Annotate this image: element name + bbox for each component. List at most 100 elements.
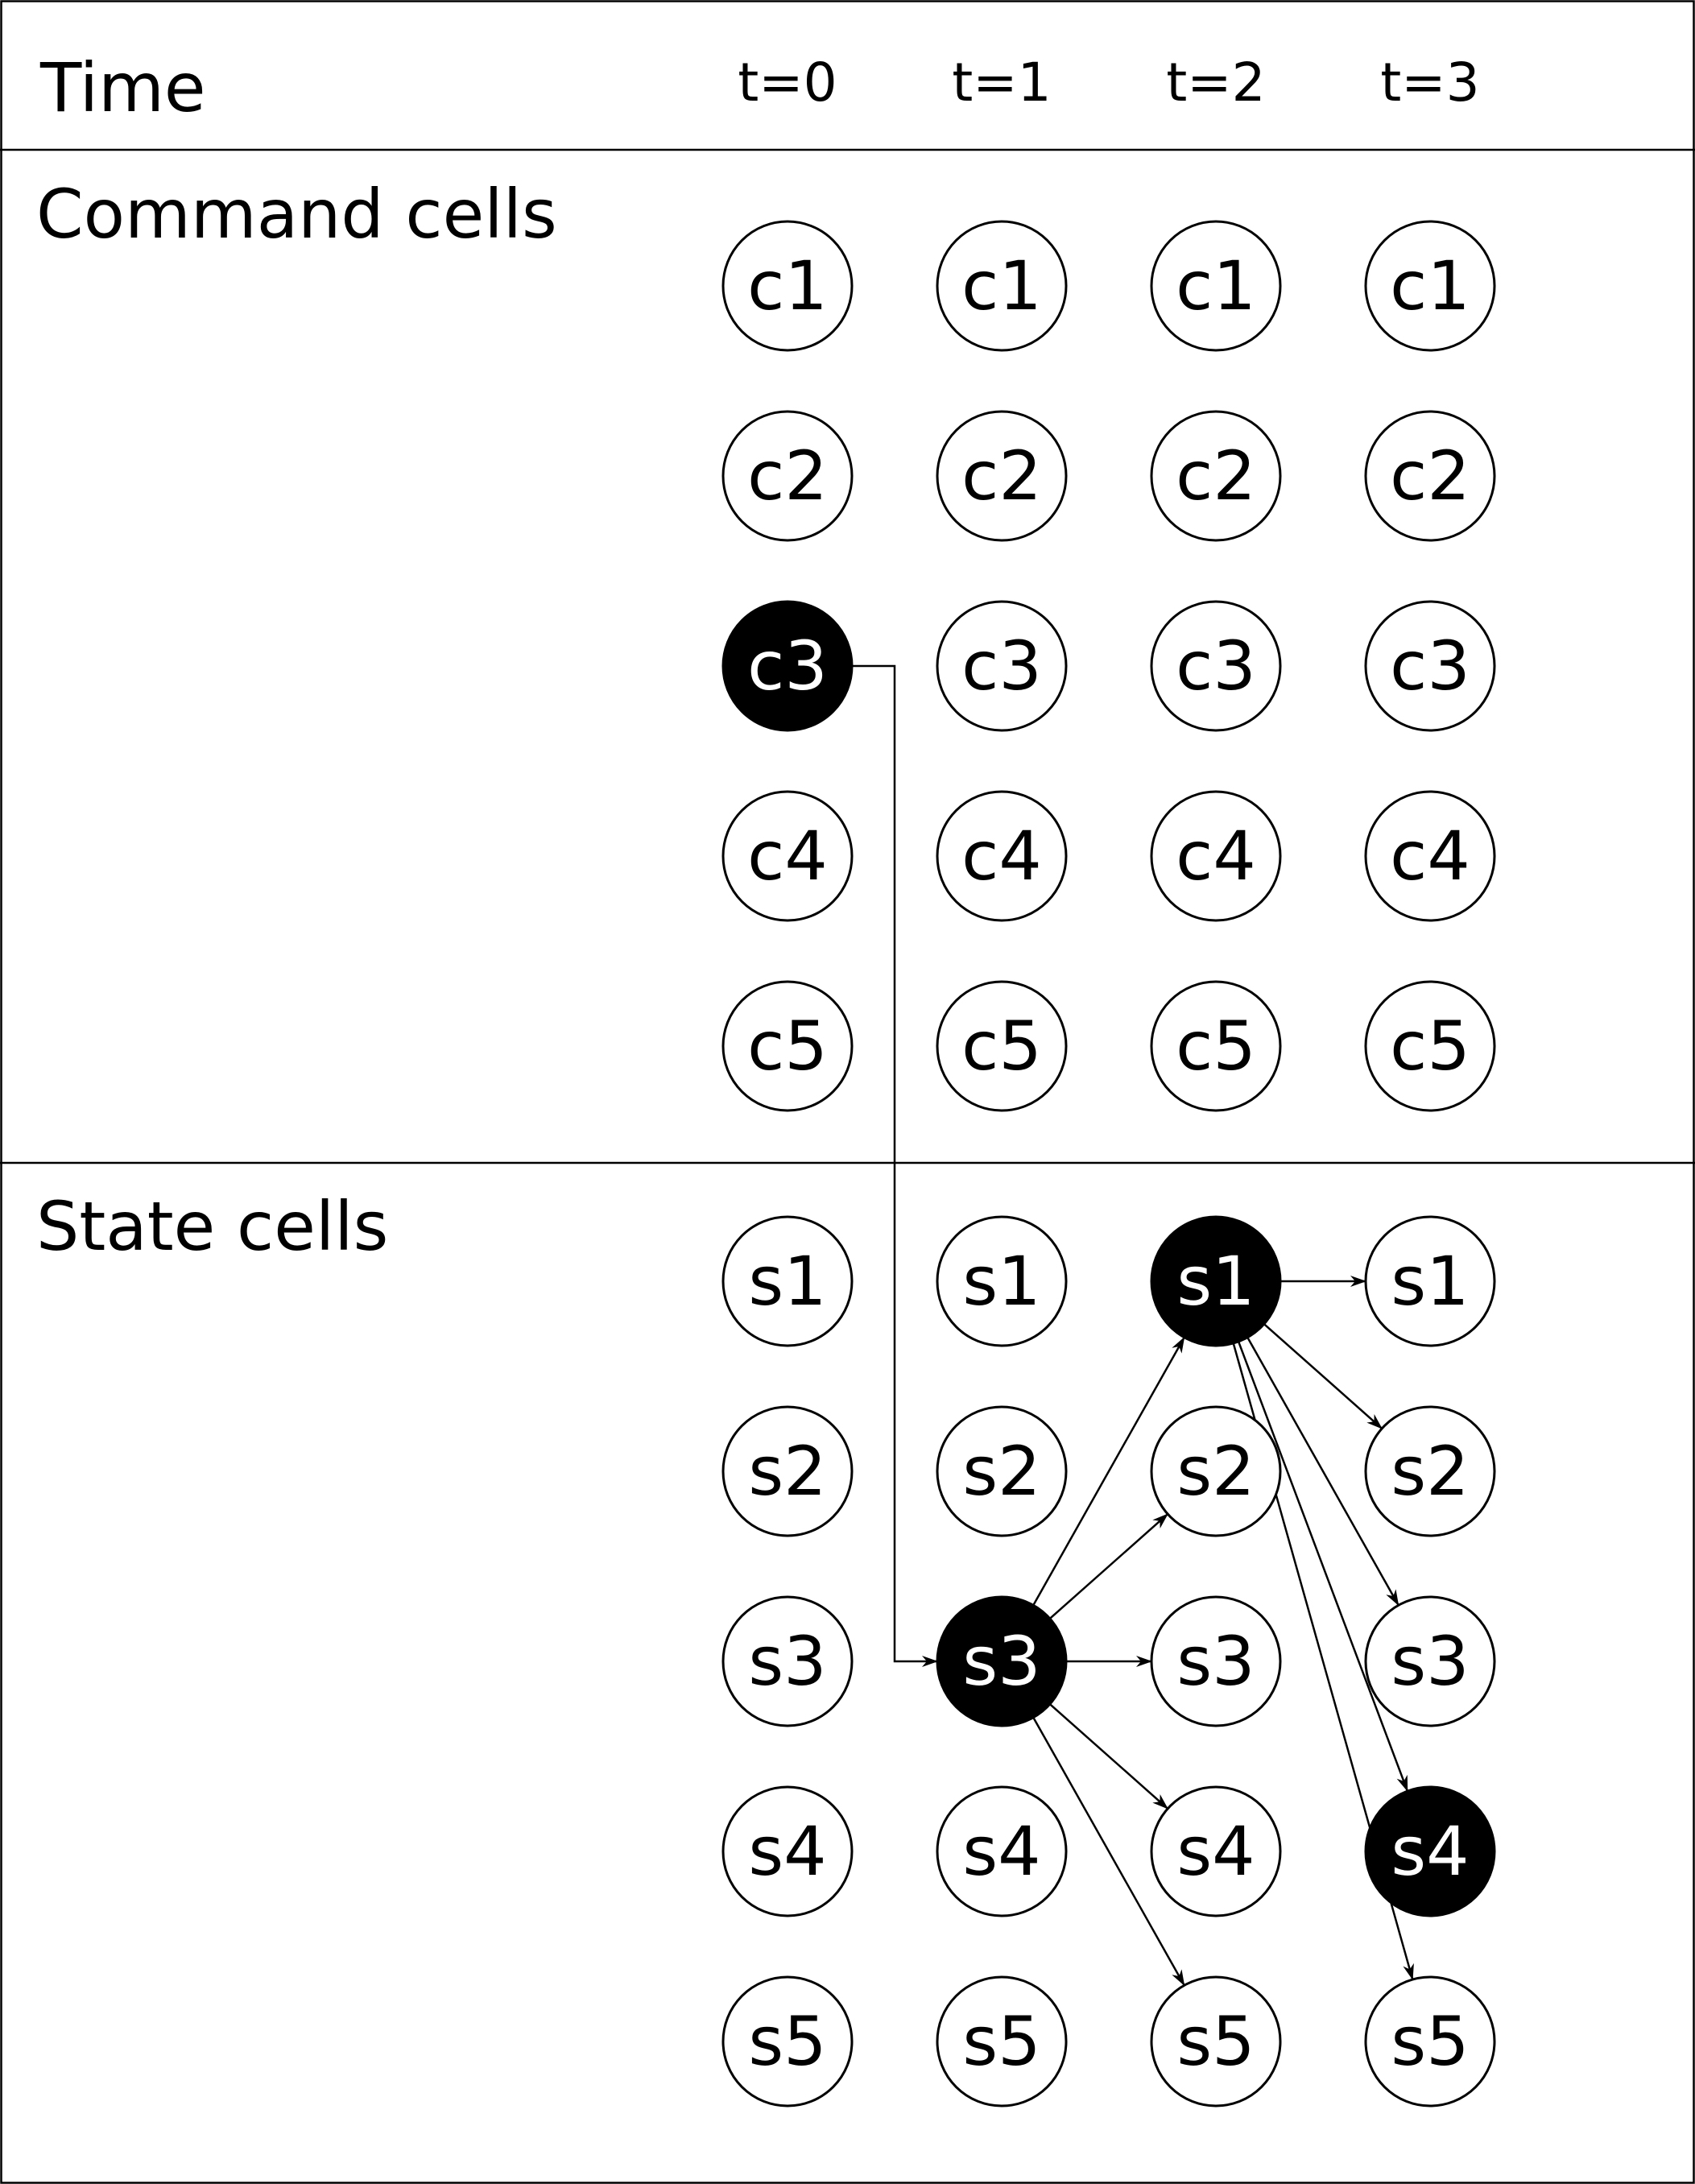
node-circle	[721, 410, 854, 542]
edge-arrow-7	[1263, 1323, 1383, 1429]
node-label: s5	[1391, 2002, 1469, 2081]
node-circle	[1364, 980, 1496, 1112]
node-label: s2	[748, 1432, 826, 1511]
node-c3-t3: c3	[1364, 600, 1496, 732]
node-label: c4	[961, 817, 1042, 896]
node-label: s1	[1176, 1242, 1255, 1321]
node-s5-t3: s5	[1364, 1975, 1496, 2107]
node-circle	[936, 1975, 1068, 2107]
node-circle	[1150, 1785, 1282, 1917]
node-label: c2	[1390, 436, 1470, 515]
node-c5-t2: c5	[1150, 980, 1282, 1112]
node-s2-t3: s2	[1364, 1405, 1496, 1537]
time-step-t1: t=1	[952, 52, 1051, 114]
node-label: c2	[1176, 436, 1256, 515]
node-circle	[1150, 1215, 1282, 1347]
node-s3-t1: s3	[936, 1595, 1068, 1727]
node-label: c5	[747, 1007, 828, 1086]
node-label: c3	[1390, 627, 1470, 705]
edge-arrow-5	[1032, 1717, 1185, 1987]
node-label: s3	[1176, 1622, 1255, 1701]
node-circle	[1364, 410, 1496, 542]
node-s5-t1: s5	[936, 1975, 1068, 2107]
node-circle	[721, 790, 854, 922]
node-s1-t0: s1	[721, 1215, 854, 1347]
node-c4-t0: c4	[721, 790, 854, 922]
node-circle	[936, 1405, 1068, 1537]
node-s4-t2: s4	[1150, 1785, 1282, 1917]
node-s4-t3: s4	[1364, 1785, 1496, 1917]
node-circle	[936, 1595, 1068, 1727]
node-label: c4	[747, 817, 828, 896]
node-s4-t0: s4	[721, 1785, 854, 1917]
node-label: s2	[1176, 1432, 1255, 1511]
node-label: c3	[1176, 627, 1256, 705]
node-c5-t3: c5	[1364, 980, 1496, 1112]
node-circle	[721, 1785, 854, 1917]
node-label: s5	[748, 2002, 826, 2081]
node-label: c1	[747, 246, 828, 325]
node-circle	[721, 220, 854, 352]
node-c2-t0: c2	[721, 410, 854, 542]
node-c2-t1: c2	[936, 410, 1068, 542]
node-label: c4	[1390, 817, 1470, 896]
node-circle	[721, 1595, 854, 1727]
state-cells-label: State cells	[36, 1187, 388, 1266]
node-label: c5	[1390, 1007, 1470, 1086]
edge-arrow-0	[852, 664, 938, 1667]
node-s3-t0: s3	[721, 1595, 854, 1727]
node-label: c2	[961, 436, 1042, 515]
edge-arrow-1	[1032, 1336, 1185, 1606]
node-label: s3	[748, 1622, 826, 1701]
node-s5-t2: s5	[1150, 1975, 1282, 2107]
node-circle	[721, 1975, 854, 2107]
node-label: c2	[747, 436, 828, 515]
node-c3-t2: c3	[1150, 600, 1282, 732]
edge-arrow-4	[1048, 1703, 1169, 1810]
node-label: c1	[1390, 246, 1470, 325]
node-circle	[1364, 600, 1496, 732]
node-circle	[936, 220, 1068, 352]
node-c4-t2: c4	[1150, 790, 1282, 922]
node-label: s5	[1176, 2002, 1255, 2081]
node-circle	[1364, 220, 1496, 352]
node-circle	[936, 1785, 1068, 1917]
node-c5-t0: c5	[721, 980, 854, 1112]
node-circle	[1364, 1595, 1496, 1727]
node-label: s4	[962, 1812, 1040, 1891]
node-c1-t0: c1	[721, 220, 854, 352]
node-circle	[721, 1405, 854, 1537]
node-circle	[936, 980, 1068, 1112]
node-circle	[936, 410, 1068, 542]
node-label: s2	[962, 1432, 1040, 1511]
node-c1-t3: c1	[1364, 220, 1496, 352]
node-label: s4	[748, 1812, 826, 1891]
node-circle	[1150, 980, 1282, 1112]
node-c2-t2: c2	[1150, 410, 1282, 542]
time-axis-title: Time	[39, 48, 206, 127]
node-label: c5	[961, 1007, 1042, 1086]
node-s1-t2: s1	[1150, 1215, 1282, 1347]
node-label: c3	[747, 627, 828, 705]
node-s1-t3: s1	[1364, 1215, 1496, 1347]
node-s3-t3: s3	[1364, 1595, 1496, 1727]
node-circle	[721, 980, 854, 1112]
command-cells-label: Command cells	[36, 175, 557, 254]
node-c5-t1: c5	[936, 980, 1068, 1112]
node-s2-t0: s2	[721, 1405, 854, 1537]
time-step-t0: t=0	[738, 52, 837, 114]
node-label: s4	[1176, 1812, 1255, 1891]
node-label: s1	[962, 1242, 1040, 1321]
node-label: c3	[961, 627, 1042, 705]
node-circle	[1364, 1975, 1496, 2107]
node-circle	[721, 600, 854, 732]
node-label: s3	[1391, 1622, 1469, 1701]
node-circle	[1150, 790, 1282, 922]
node-label: s3	[962, 1622, 1040, 1701]
node-circle	[936, 1215, 1068, 1347]
node-label: s2	[1391, 1432, 1469, 1511]
node-s4-t1: s4	[936, 1785, 1068, 1917]
